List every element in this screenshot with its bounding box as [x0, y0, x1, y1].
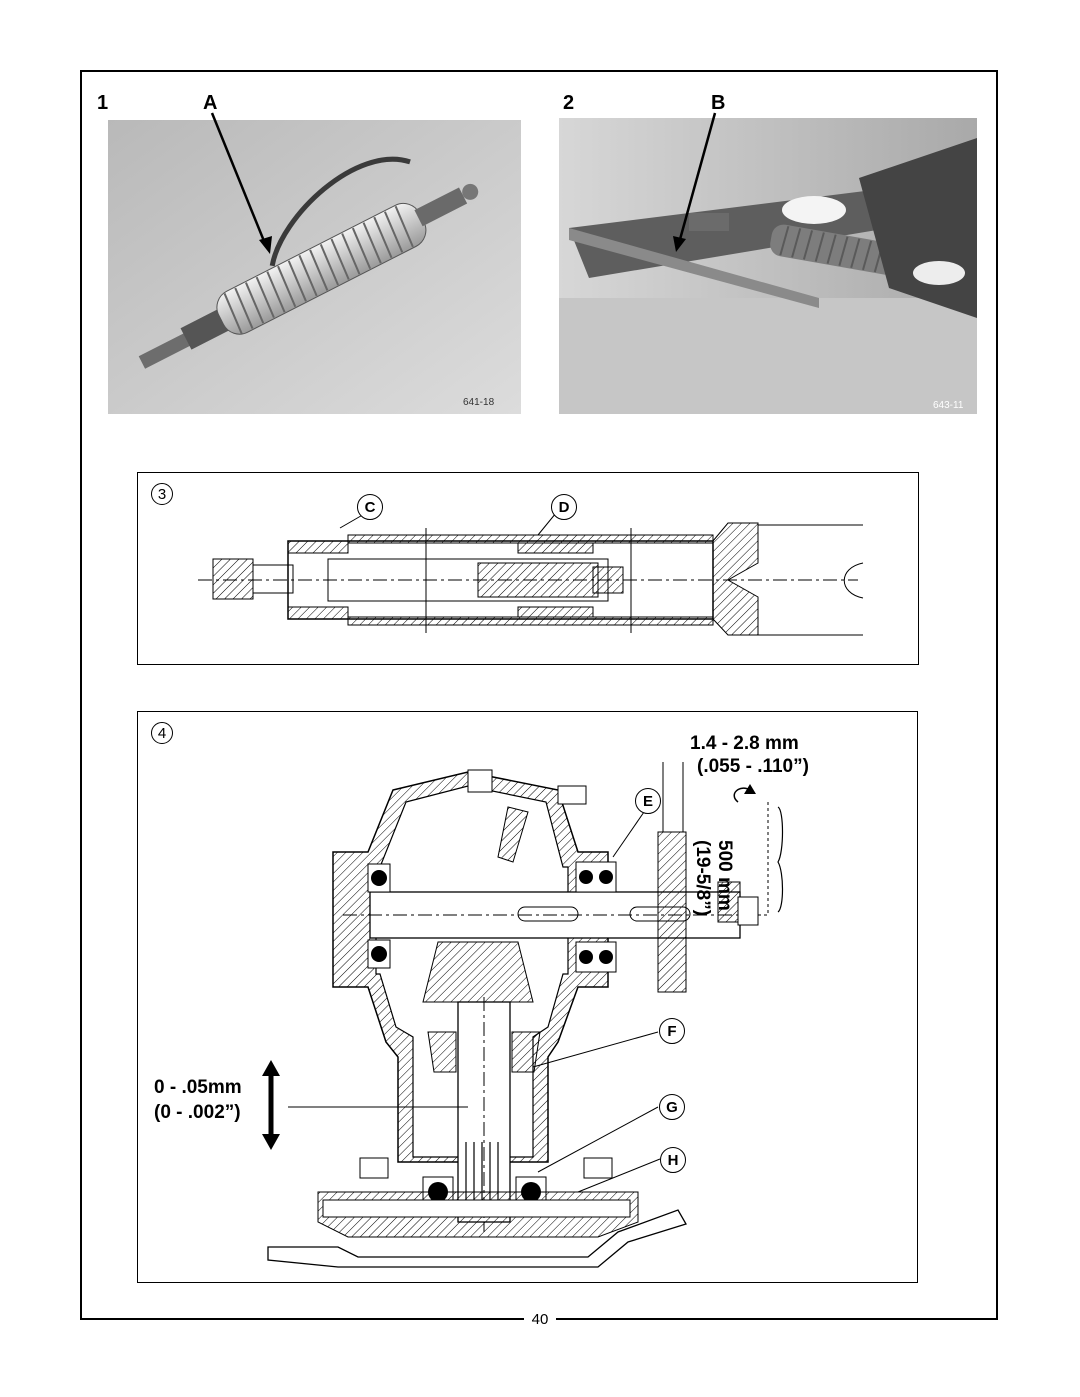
- figure-1-photo: 641-18: [108, 120, 521, 414]
- figure-3-panel: 3 C D: [137, 472, 919, 665]
- figure-4-panel: 4 E F G H 1.4 - 2.8 mm (.055 - .110”) 50…: [137, 711, 918, 1283]
- callout-g-label: G: [659, 1094, 685, 1120]
- figure-1-number: 1: [97, 92, 109, 114]
- callout-c-label: C: [357, 494, 383, 520]
- endplay-in: (0 - .002”): [154, 1102, 241, 1123]
- radius-dimension: 500 mm (19-5/8”): [691, 840, 735, 916]
- callout-a-label: A: [203, 92, 218, 114]
- radius-mm: 500 mm: [714, 840, 735, 911]
- callout-f-label: F: [659, 1018, 685, 1044]
- endplay-mm: 0 - .05mm: [154, 1077, 242, 1098]
- figure-2-photo: 643-11: [559, 118, 977, 414]
- gearbox-section-drawing: [262, 762, 784, 1268]
- figure-3-number: 3: [151, 483, 173, 505]
- figure-4-number: 4: [151, 722, 173, 744]
- callout-d-label: D: [551, 494, 577, 520]
- callout-a-arrow: [210, 112, 272, 254]
- backlash-in: (.055 - .110”): [697, 756, 809, 777]
- callout-b-arrow: [673, 112, 717, 252]
- figure-2-number: 2: [563, 92, 575, 114]
- callout-b-label: B: [711, 92, 726, 114]
- page-number: 40: [523, 1311, 557, 1328]
- radius-in: (19-5/8”): [692, 840, 713, 917]
- spring-removal-photo: 643-11: [559, 118, 977, 414]
- callout-e-label: E: [635, 788, 661, 814]
- spring-assembly-photo: 641-18: [108, 120, 521, 414]
- backlash-mm: 1.4 - 2.8 mm: [690, 733, 799, 754]
- callout-h-label: H: [660, 1147, 686, 1173]
- telescopic-shaft-drawing: [198, 512, 864, 636]
- photo-code-643: 643-11: [933, 400, 964, 411]
- photo-code-641: 641-18: [463, 397, 495, 408]
- page-number-row: 40: [0, 1311, 1080, 1329]
